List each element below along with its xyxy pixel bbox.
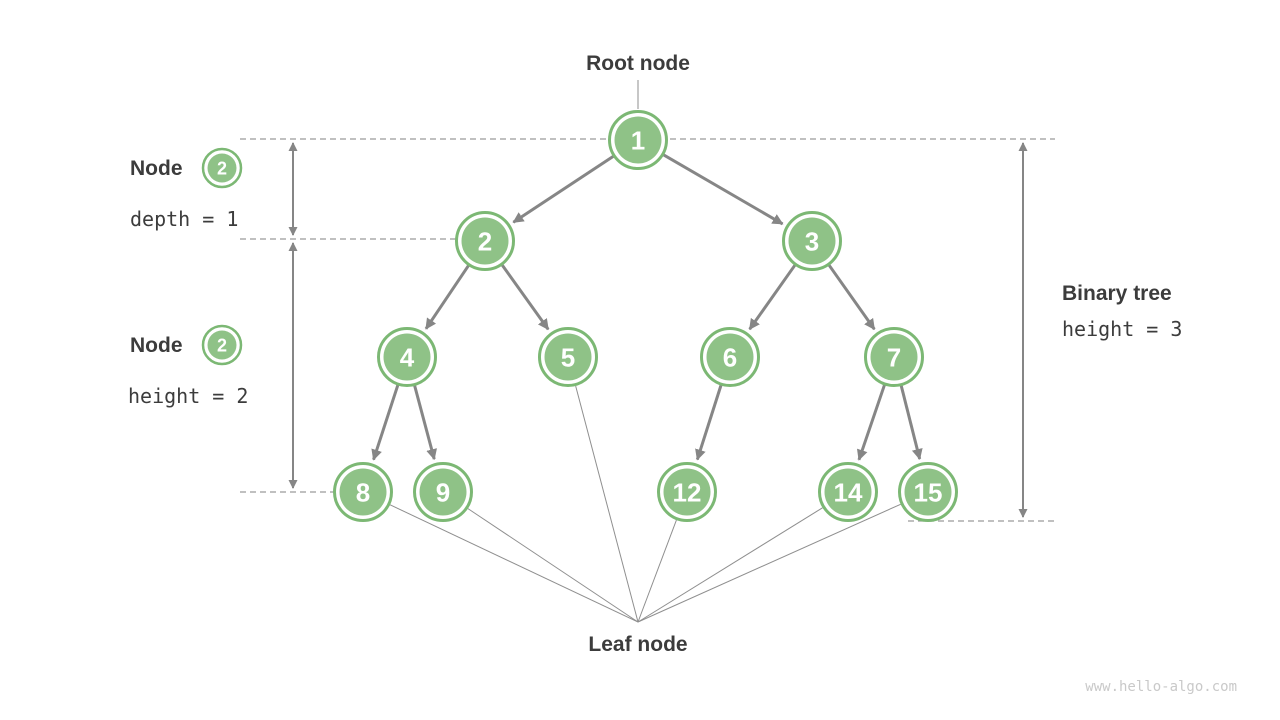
tree-node-7: 7 xyxy=(864,327,924,387)
node-height-annotation: Node 2 height = 2 xyxy=(128,324,248,408)
tree-node-4: 4 xyxy=(377,327,437,387)
tree-edge-4-9 xyxy=(413,384,437,461)
tree-edge-7-14 xyxy=(856,383,887,461)
tree-node-value: 6 xyxy=(723,343,737,373)
measure-arrows xyxy=(288,142,1028,518)
tree-height-annotation: Binary tree height = 3 xyxy=(1062,282,1182,341)
tree-edge-6-12 xyxy=(695,384,723,461)
node-fill-circle xyxy=(461,217,509,265)
node-fill-circle xyxy=(870,333,918,381)
leaf-pointer-lines xyxy=(389,385,901,623)
tree-edge-3-7 xyxy=(827,263,876,331)
node-fill-circle xyxy=(788,217,836,265)
node-fill-circle xyxy=(663,468,711,516)
node-fill-circle xyxy=(339,468,387,516)
tree-edge-4-8 xyxy=(371,384,400,461)
tree-edge-3-6 xyxy=(748,263,797,331)
node-fill-circle xyxy=(419,468,467,516)
depth-node-badge: 2 xyxy=(201,147,243,189)
tree-node-value: 15 xyxy=(914,478,943,508)
tree-node-value: 8 xyxy=(356,478,370,508)
tree-edge-1-3 xyxy=(662,153,784,226)
leaf-line-5 xyxy=(575,385,639,623)
tree-node-1: 1 xyxy=(608,110,668,170)
node-fill-circle xyxy=(824,468,872,516)
tree-node-2: 2 xyxy=(455,211,515,271)
leaf-line-15 xyxy=(637,503,901,623)
tree-node-9: 9 xyxy=(413,462,473,522)
tree-edge-2-5 xyxy=(500,263,550,331)
leaf-line-12 xyxy=(637,519,677,623)
tree-node-value: 2 xyxy=(478,227,492,257)
watermark: www.hello-algo.com xyxy=(1085,679,1237,695)
leaf-line-14 xyxy=(637,507,823,623)
tree-height-formula: height = 3 xyxy=(1062,317,1182,341)
tree-node-15: 15 xyxy=(898,462,958,522)
node-fill-circle xyxy=(904,468,952,516)
depth-badge-value: 2 xyxy=(217,159,227,179)
node-height-formula: height = 2 xyxy=(128,384,248,408)
tree-edge-2-4 xyxy=(424,264,471,330)
leaf-node-label: Leaf node xyxy=(588,633,687,656)
leaf-line-8 xyxy=(389,504,639,623)
depth-annotation: Node 2 depth = 1 xyxy=(130,147,243,231)
node-fill-circle xyxy=(544,333,592,381)
tree-node-12: 12 xyxy=(657,462,717,522)
depth-formula: depth = 1 xyxy=(130,207,238,231)
badge-inner-circle xyxy=(207,153,237,183)
height-badge-value: 2 xyxy=(217,336,227,356)
tree-node-value: 12 xyxy=(673,478,702,508)
height-node-label: Node xyxy=(130,334,183,357)
tree-node-value: 3 xyxy=(805,227,819,257)
node-fill-circle xyxy=(383,333,431,381)
tree-node-value: 9 xyxy=(436,478,450,508)
tree-edge-7-15 xyxy=(899,384,923,460)
tree-node-8: 8 xyxy=(333,462,393,522)
tree-node-value: 4 xyxy=(400,343,415,373)
tree-node-value: 7 xyxy=(887,343,901,373)
tree-node-value: 5 xyxy=(561,343,575,373)
tree-node-value: 1 xyxy=(631,126,645,156)
root-node-label: Root node xyxy=(586,52,690,75)
tree-edges xyxy=(371,153,923,461)
tree-node-14: 14 xyxy=(818,462,878,522)
node-fill-circle xyxy=(706,333,754,381)
tree-node-6: 6 xyxy=(700,327,760,387)
depth-node-label: Node xyxy=(130,157,183,180)
tree-edge-1-2 xyxy=(512,154,615,224)
tree-node-3: 3 xyxy=(782,211,842,271)
node-fill-circle xyxy=(614,116,662,164)
binary-tree-label: Binary tree xyxy=(1062,282,1172,305)
tree-node-5: 5 xyxy=(538,327,598,387)
badge-inner-circle xyxy=(207,330,237,360)
height-node-badge: 2 xyxy=(201,324,243,366)
leaf-line-9 xyxy=(467,508,639,623)
tree-node-value: 14 xyxy=(834,478,863,508)
